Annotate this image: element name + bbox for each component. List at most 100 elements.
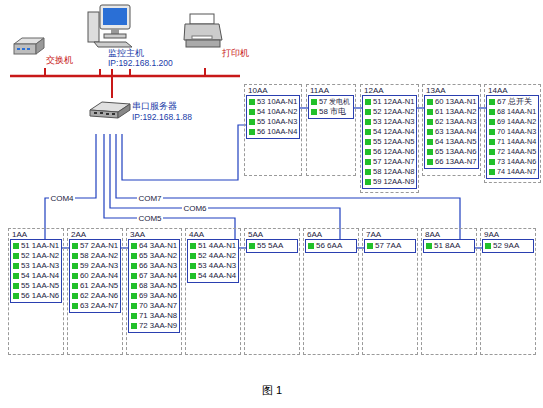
status-square	[72, 263, 78, 269]
status-square	[131, 313, 137, 319]
status-square	[489, 109, 495, 115]
cabinet-name: 6AA	[307, 230, 322, 239]
device-row: 56 6AA	[308, 241, 354, 251]
status-square	[190, 263, 196, 269]
device-icon	[88, 100, 132, 124]
connector-line	[116, 134, 460, 239]
status-square	[131, 293, 137, 299]
device-item: 67 3AA-N4	[139, 271, 177, 281]
device-row: 54 12AA-N4	[365, 127, 414, 137]
device-label: IP:192.168.1.200	[108, 58, 173, 68]
device-row: 59 12AA-N9	[365, 177, 414, 187]
status-square	[427, 159, 433, 165]
device-row: 59 2AA-N3	[72, 261, 118, 271]
device-list-box: 55 5AA	[246, 239, 298, 253]
device-item: 52 4AA-N2	[198, 251, 236, 261]
status-square	[311, 109, 317, 115]
connector-line	[130, 68, 205, 76]
device-item: 52 1AA-N2	[21, 251, 59, 261]
device-item: 59 12AA-N9	[373, 177, 414, 187]
device-item: 52 9AA	[493, 241, 519, 251]
status-square	[190, 243, 196, 249]
device-label: 打印机	[222, 48, 249, 58]
status-square	[365, 99, 371, 105]
status-square	[489, 159, 495, 165]
device-row: 58 12AA-N8	[365, 167, 414, 177]
figure-caption: 图 1	[262, 384, 282, 397]
device-item: 52 12AA-N2	[373, 107, 414, 117]
device-icon	[182, 12, 224, 54]
device-row: 69 14AA-N2	[489, 117, 536, 127]
device-item: 60 13AA-N1	[435, 97, 476, 107]
device-item: 68 14AA-N1	[497, 107, 536, 117]
status-square	[489, 129, 495, 135]
status-square	[489, 149, 495, 155]
device-row: 66 13AA-N7	[427, 157, 476, 167]
device-item: 69 14AA-N2	[497, 117, 536, 127]
device-row: 64 3AA-N1	[131, 241, 177, 251]
connector-line	[45, 134, 96, 239]
cabinet-frame: 2AA57 2AA-N158 2AA-N259 2AA-N360 2AA-N46…	[67, 228, 123, 355]
device-row: 60 13AA-N1	[427, 97, 476, 107]
device-item: 55 10AA-N3	[257, 117, 297, 127]
device-row: 55 1AA-N5	[13, 281, 59, 291]
device-row: 65 3AA-N2	[131, 251, 177, 261]
port-label: COM5	[137, 214, 162, 223]
device-list-box: 51 1AA-N152 1AA-N253 1AA-N354 1AA-N455 1…	[10, 239, 62, 303]
port-label: COM6	[182, 204, 207, 213]
device-item: 66 13AA-N7	[435, 157, 476, 167]
device-row: 73 14AA-N6	[489, 157, 536, 167]
status-square	[13, 243, 19, 249]
device-icon	[12, 36, 46, 62]
status-square	[249, 243, 255, 249]
device-label: 串口服务器	[132, 101, 177, 111]
device-item: 68 3AA-N5	[139, 281, 177, 291]
device-item: 72 3AA-N9	[139, 321, 177, 331]
device-item: 71 14AA-N4	[497, 137, 536, 147]
status-square	[489, 119, 495, 125]
status-square	[427, 129, 433, 135]
status-square	[249, 109, 255, 115]
device-row: 57 12AA-N7	[365, 157, 414, 167]
device-item: 64 3AA-N1	[139, 241, 177, 251]
cabinet-frame: 7AA57 7AA	[362, 228, 418, 355]
device-row: 66 3AA-N3	[131, 261, 177, 271]
device-list-box: 51 4AA-N152 4AA-N253 4AA-N354 4AA-N4	[187, 239, 239, 283]
connector-line	[122, 125, 246, 180]
connector-line	[104, 134, 235, 239]
device-row: 58 市电	[311, 107, 351, 117]
device-item: 67 总开关	[497, 97, 532, 107]
device-item: 60 2AA-N4	[80, 271, 118, 281]
device-row: 54 4AA-N4	[190, 271, 236, 281]
device-row: 64 13AA-N5	[427, 137, 476, 147]
device-item: 58 市电	[319, 107, 346, 117]
device-item: 59 2AA-N3	[80, 261, 118, 271]
device-row: 72 3AA-N9	[131, 321, 177, 331]
status-square	[131, 263, 137, 269]
device-row: 53 12AA-N3	[365, 117, 414, 127]
device-item: 62 13AA-N3	[435, 117, 476, 127]
device-label: 交换机	[46, 55, 73, 65]
device-item: 74 14AA-N7	[497, 167, 536, 177]
device-item: 63 2AA-N7	[80, 301, 118, 311]
status-square	[367, 243, 373, 249]
device-row: 53 4AA-N3	[190, 261, 236, 271]
status-square	[249, 119, 255, 125]
device-item: 63 13AA-N4	[435, 127, 476, 137]
device-row: 72 14AA-N5	[489, 147, 536, 157]
device-item: 51 4AA-N1	[198, 241, 236, 251]
cabinet-name: 13AA	[426, 86, 446, 95]
device-item: 56 6AA	[316, 241, 342, 251]
device-item: 58 2AA-N2	[80, 251, 118, 261]
status-square	[365, 129, 371, 135]
status-square	[427, 149, 433, 155]
device-item: 57 发电机	[319, 97, 350, 107]
device-list-box: 64 3AA-N165 3AA-N266 3AA-N367 3AA-N468 3…	[128, 239, 180, 333]
device-item: 56 12AA-N6	[373, 147, 414, 157]
cabinet-name: 9AA	[484, 230, 499, 239]
status-square	[72, 243, 78, 249]
device-row: 53 10AA-N1	[249, 97, 297, 107]
status-square	[489, 99, 495, 105]
device-row: 70 14AA-N3	[489, 127, 536, 137]
